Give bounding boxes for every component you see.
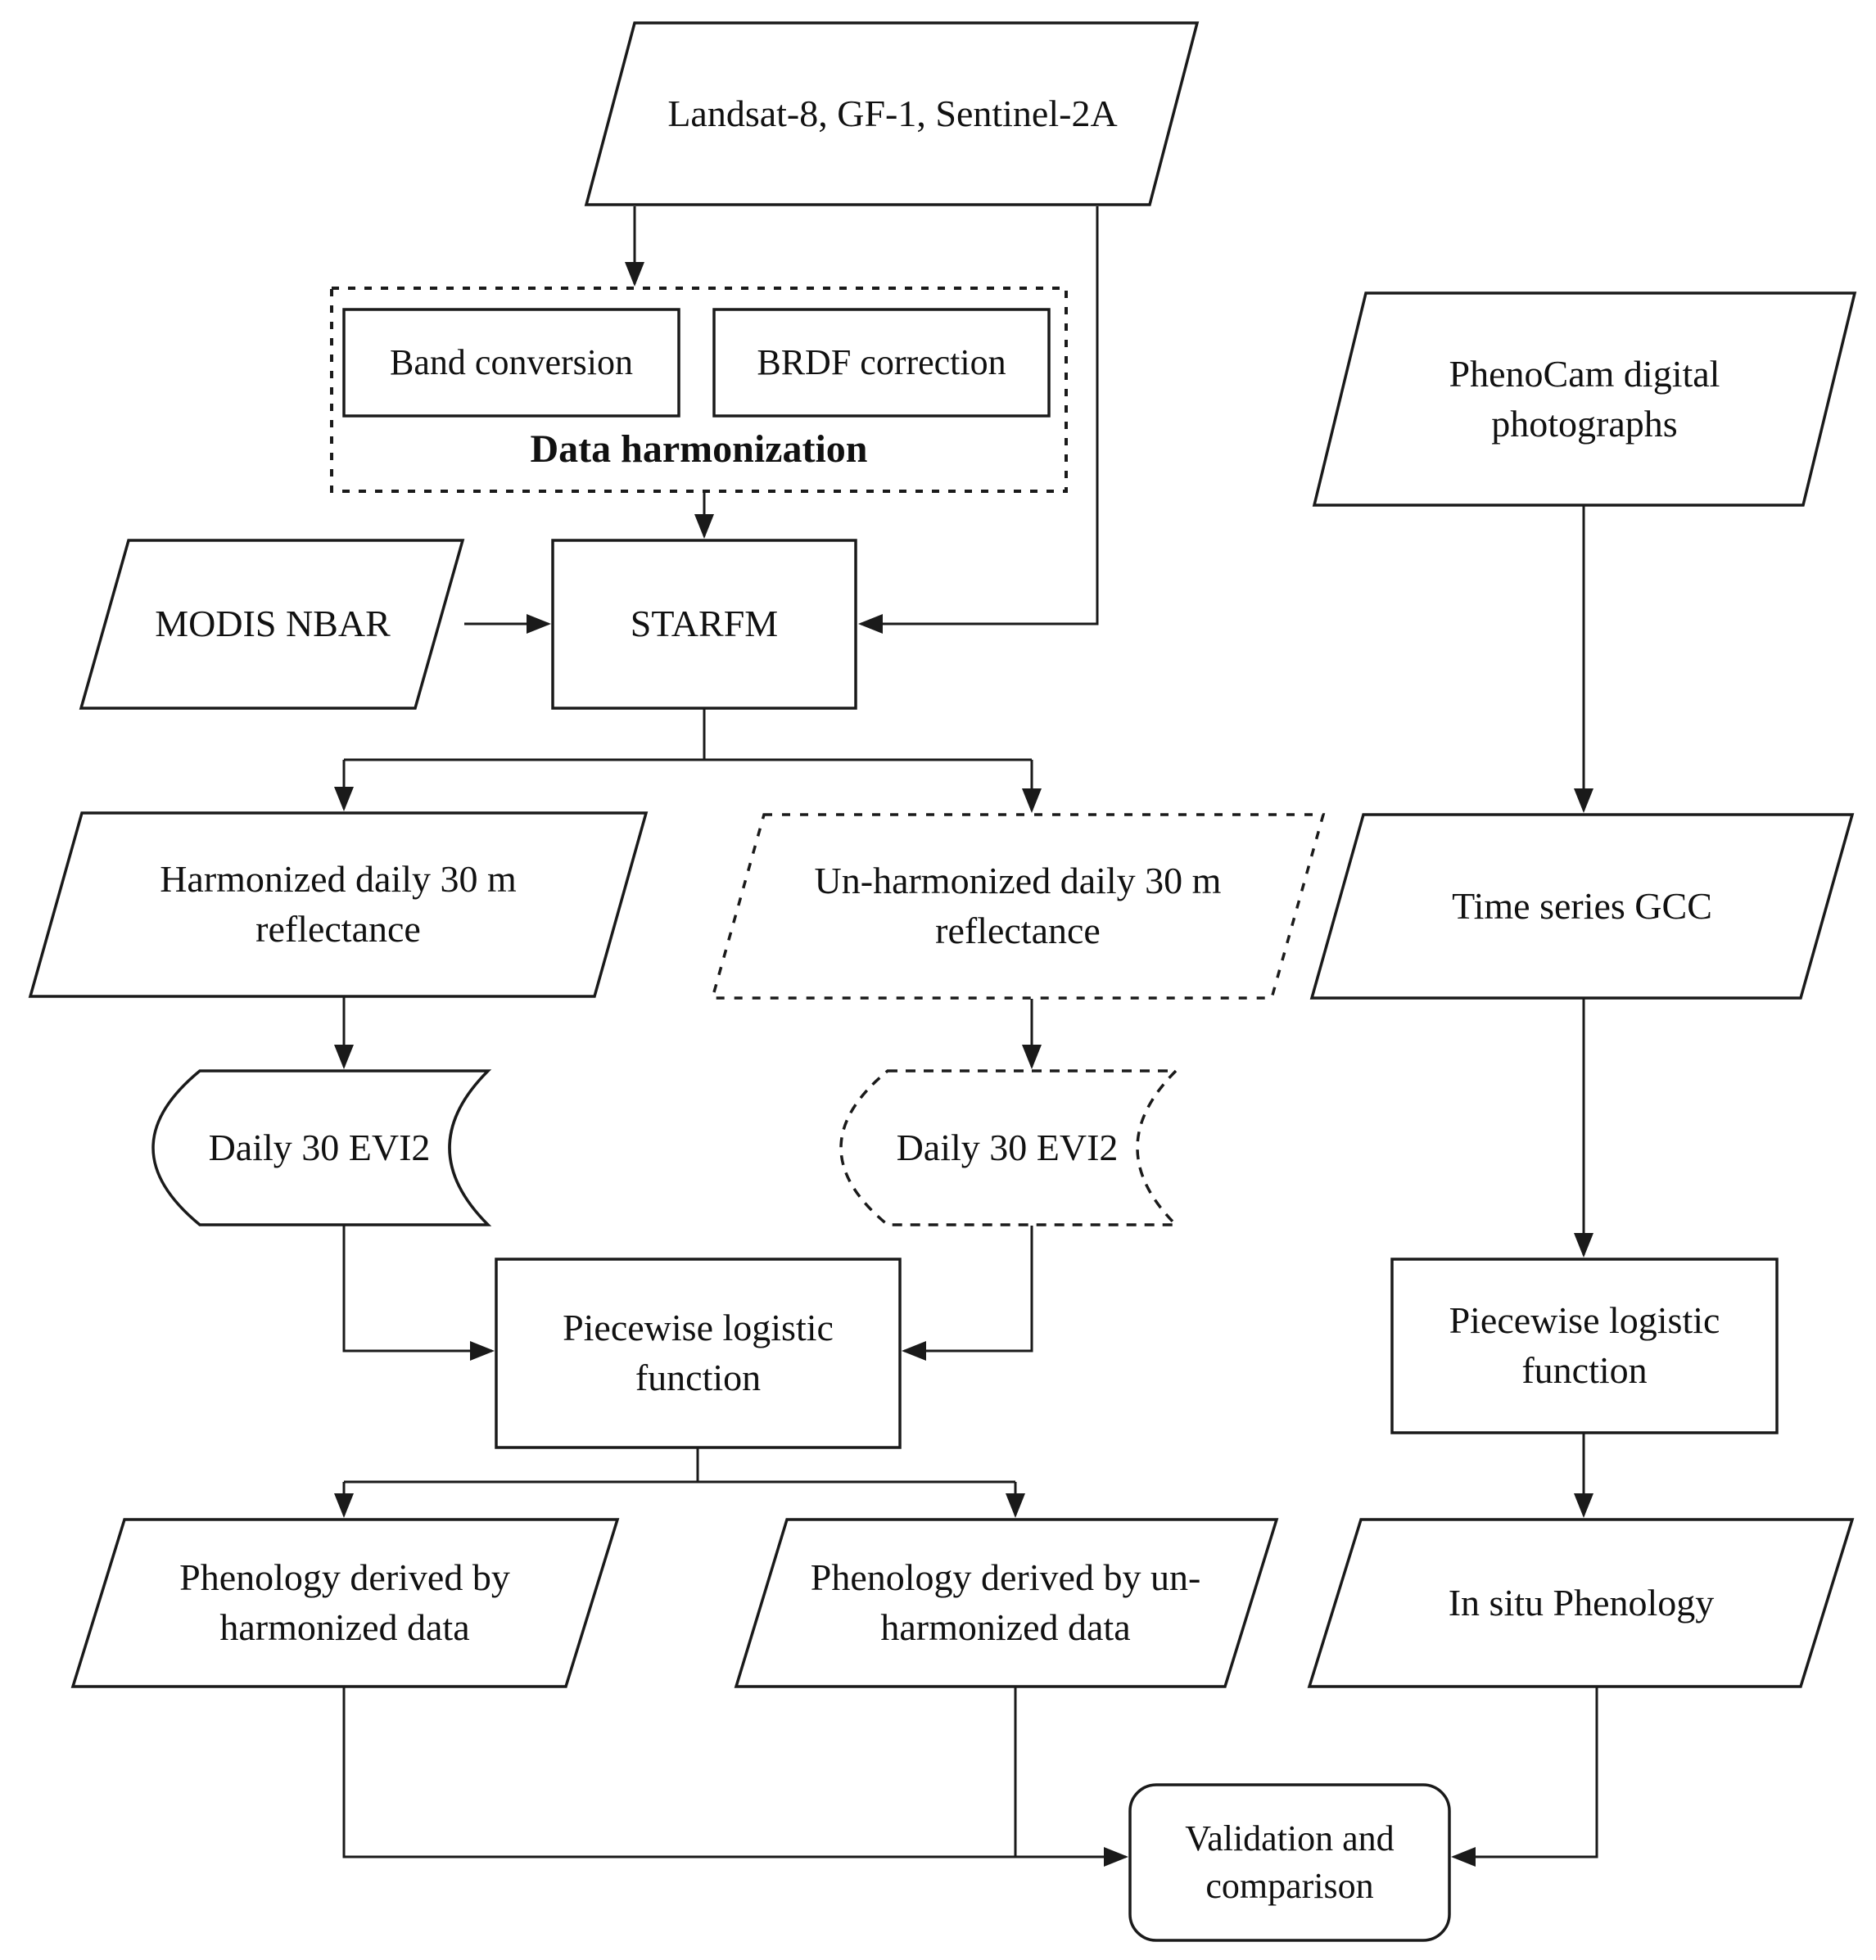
unharmonized-reflectance-parallelogram bbox=[710, 813, 1326, 1000]
edge-evi2-to-piecewise-left bbox=[342, 1226, 495, 1361]
edge-insitu-to-validation bbox=[1451, 1687, 1598, 1867]
piecewise-logistic-right-box bbox=[1390, 1258, 1779, 1434]
validation-rounded-box bbox=[1128, 1783, 1451, 1942]
edge-phenology1-to-validation bbox=[342, 1687, 1128, 1867]
data-harmonization-group-box bbox=[330, 287, 1068, 493]
edge-piecewise-split-stem bbox=[344, 1448, 1015, 1484]
brdf-correction-box bbox=[712, 308, 1051, 418]
evi2-harmonized-stored-data-shape bbox=[151, 1069, 492, 1226]
piecewise-logistic-left-box bbox=[495, 1258, 902, 1449]
phenocam-parallelogram bbox=[1312, 291, 1857, 507]
edge-starfm-split-stem bbox=[344, 709, 1032, 761]
band-conversion-box bbox=[342, 308, 680, 418]
time-series-gcc-parallelogram bbox=[1309, 813, 1855, 1000]
harmonized-reflectance-parallelogram bbox=[28, 811, 649, 998]
edge-landsat-to-starfm bbox=[858, 206, 1099, 634]
in-situ-phenology-parallelogram bbox=[1307, 1518, 1855, 1688]
landsat-parallelogram bbox=[584, 21, 1200, 206]
phenology-unharmonized-parallelogram bbox=[734, 1518, 1279, 1688]
edge-evi2-dashed-to-piecewise bbox=[902, 1226, 1033, 1361]
phenology-harmonized-parallelogram bbox=[70, 1518, 620, 1688]
starfm-box bbox=[551, 539, 857, 710]
evi2-unharmonized-stored-data-shape bbox=[839, 1069, 1180, 1226]
modis-nbar-parallelogram bbox=[79, 539, 465, 710]
